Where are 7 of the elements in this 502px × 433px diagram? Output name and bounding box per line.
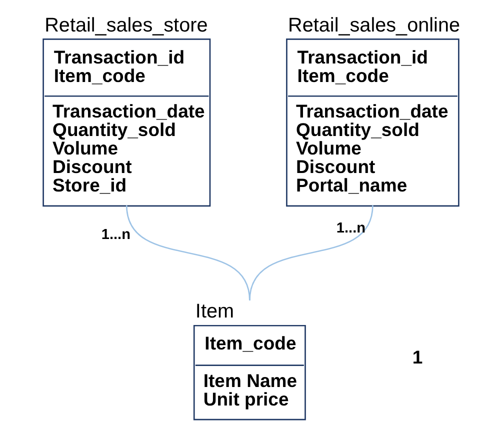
- node-label: Retail_sales_store: [44, 14, 208, 36]
- edge-label: 1...n: [336, 220, 366, 237]
- node-label: Item: [195, 300, 234, 323]
- node-label: Retail_sales_online: [288, 14, 460, 36]
- connector: [249, 205, 374, 301]
- edge-label: 1...n: [101, 226, 130, 243]
- label: 1: [412, 346, 423, 368]
